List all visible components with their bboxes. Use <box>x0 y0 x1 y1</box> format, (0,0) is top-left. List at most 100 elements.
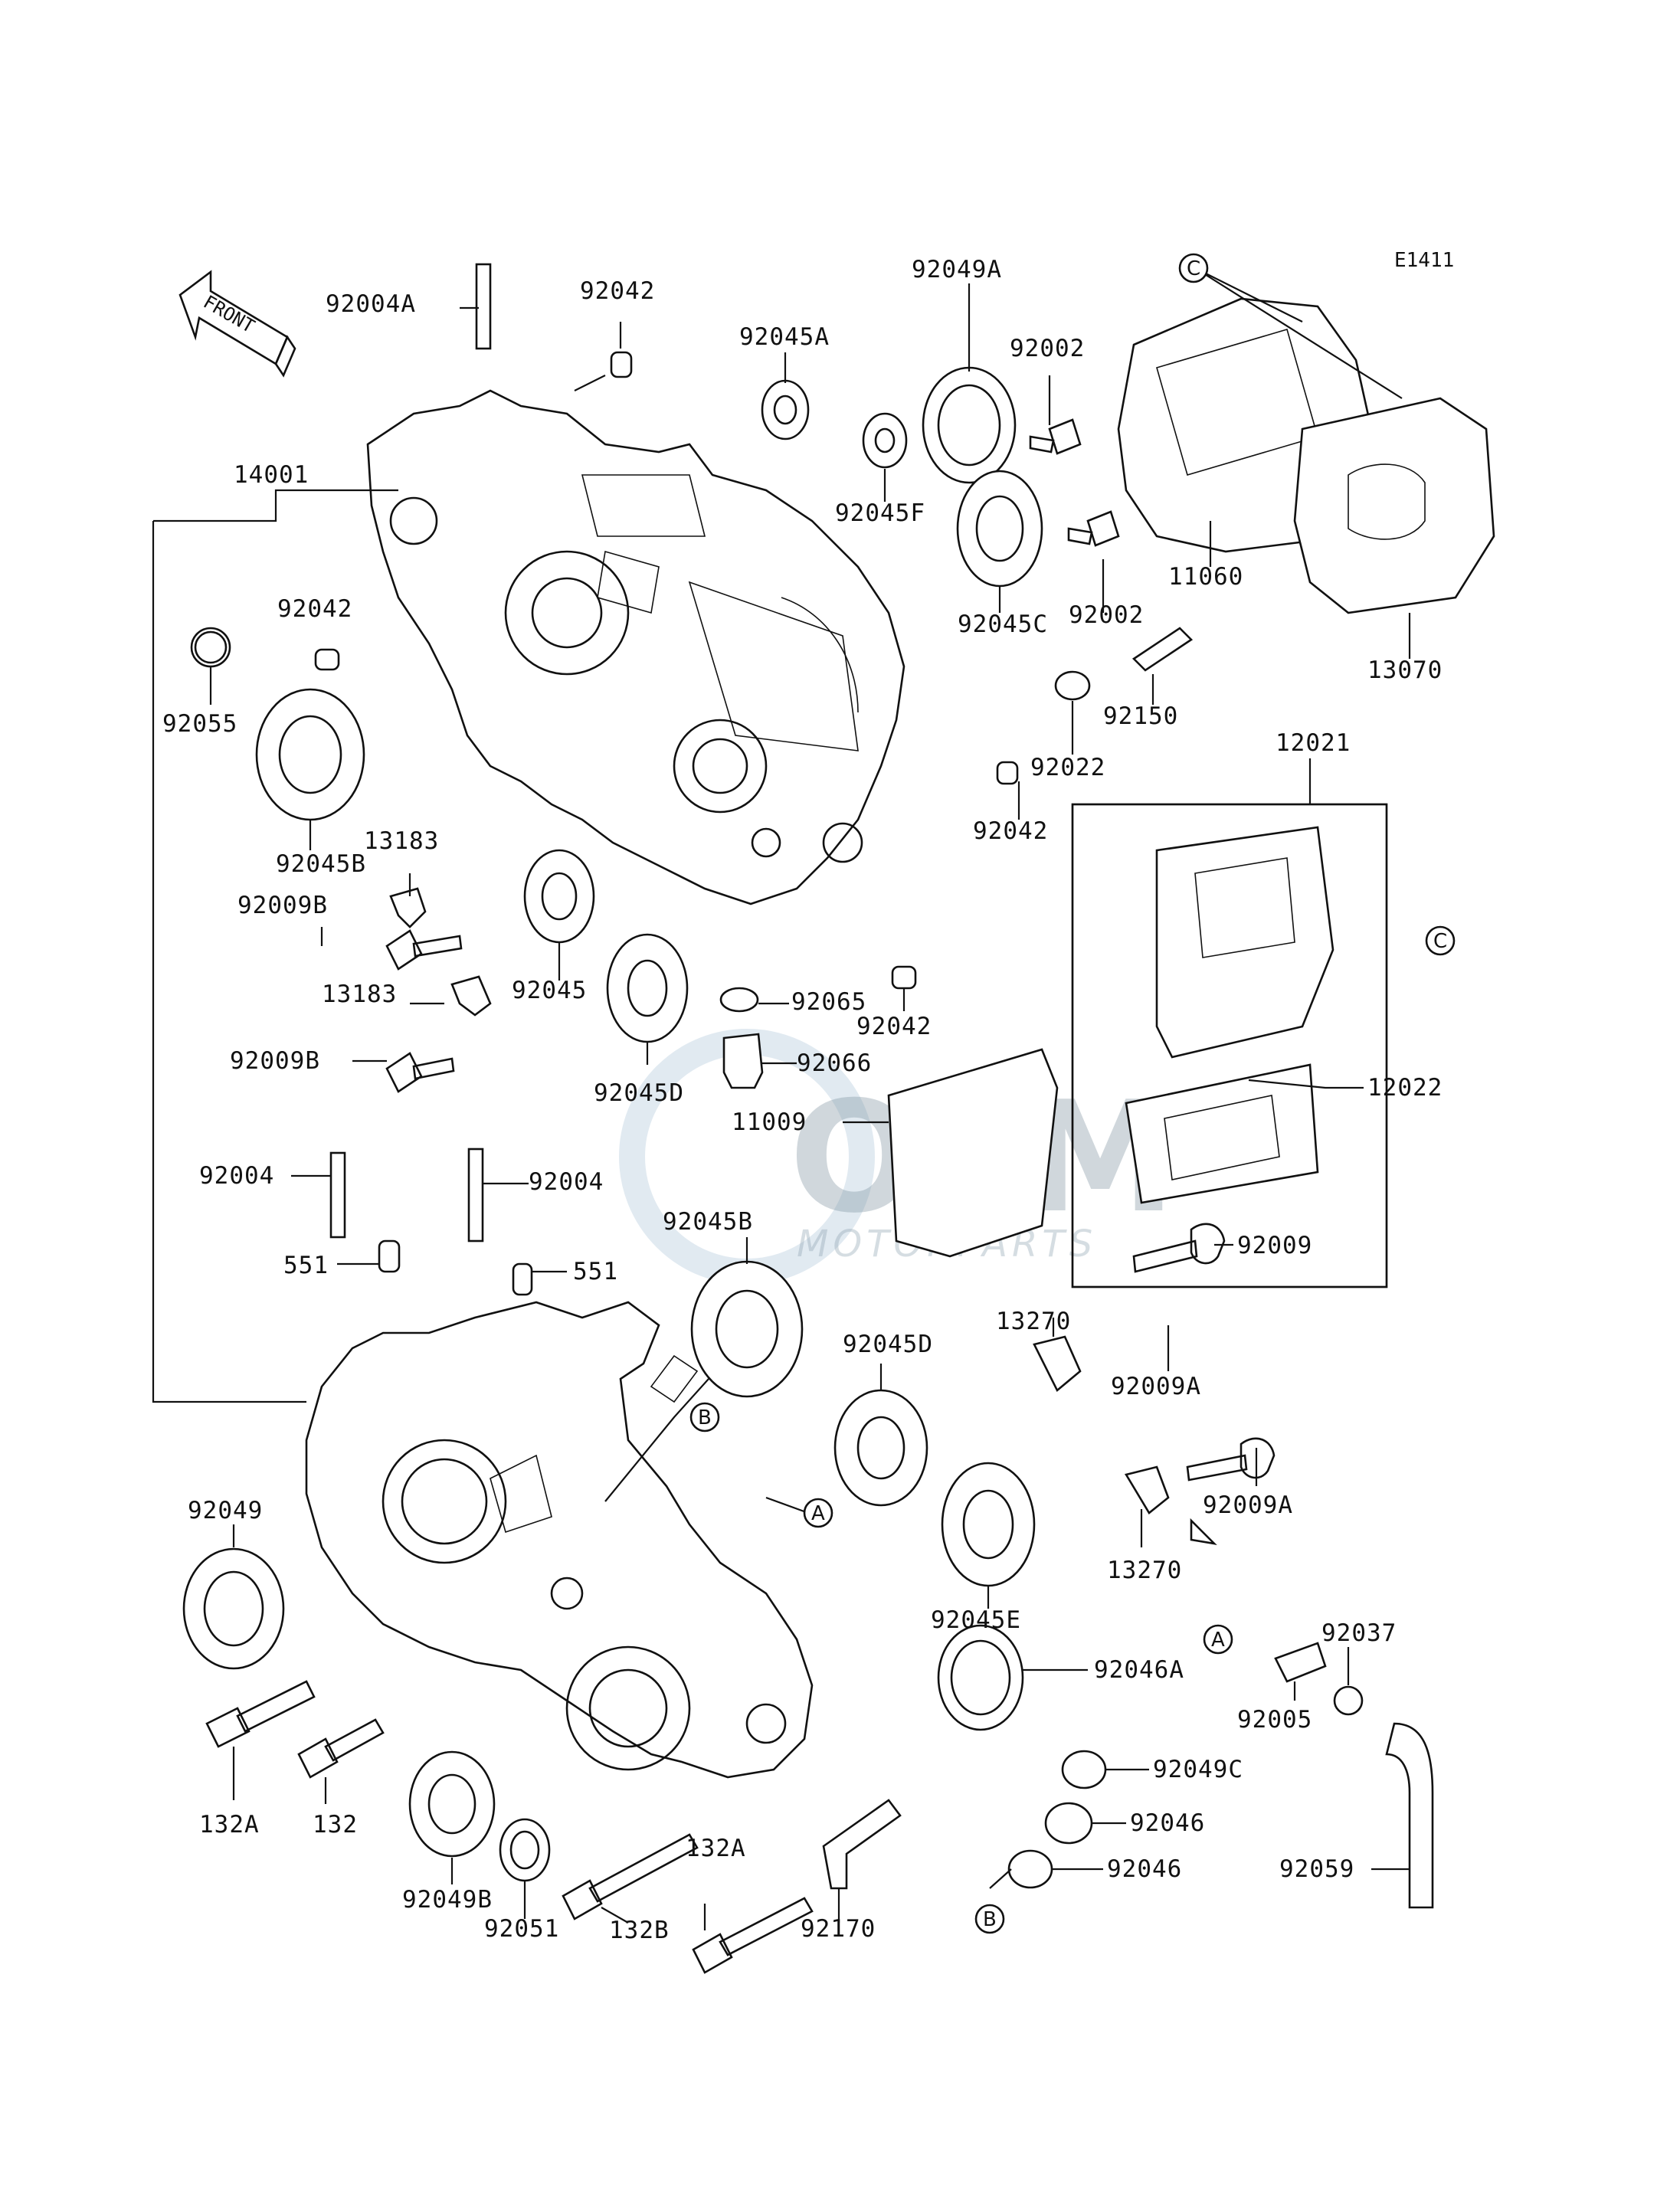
fitting-92005 <box>1274 1642 1327 1683</box>
svg-text:C: C <box>1433 930 1447 953</box>
o-ring-92055 <box>190 627 231 668</box>
upper-crankcase <box>366 389 905 905</box>
part-label: 92009 <box>1237 1232 1312 1259</box>
bearing-92045d-lower <box>833 1389 928 1507</box>
pin-92042-right <box>996 761 1019 785</box>
fitting-92150 <box>1131 627 1194 672</box>
part-label: 92004A <box>326 290 416 318</box>
screw-92009a-top <box>1132 1223 1226 1273</box>
fasteners <box>205 263 1434 1974</box>
callout-a-right: A <box>803 1498 833 1528</box>
callout-b-top: B <box>689 1402 720 1432</box>
part-label: 132B <box>609 1917 670 1944</box>
part-label: 92002 <box>1069 601 1144 629</box>
bearing-92045e <box>941 1462 1036 1587</box>
part-label: 92046 <box>1107 1855 1182 1883</box>
collar-92046-a <box>1044 1802 1093 1845</box>
washer-92022 <box>1054 670 1091 701</box>
bearing-92045c <box>956 470 1043 588</box>
part-label: 11060 <box>1168 563 1243 591</box>
part-label: 92009A <box>1203 1491 1293 1519</box>
svg-text:A: A <box>811 1502 825 1525</box>
callout-a-bottom: A <box>1203 1624 1233 1655</box>
part-label: 92046 <box>1130 1809 1205 1837</box>
part-label: 92051 <box>484 1915 559 1943</box>
part-label: 92009B <box>230 1047 320 1075</box>
bolt-92002-top <box>1029 418 1082 455</box>
part-label: 92049A <box>912 256 1002 283</box>
stud-92004a <box>475 263 492 350</box>
part-label: 13270 <box>1107 1557 1182 1584</box>
lower-crankcase <box>305 1301 814 1779</box>
callout-letters: C C A B A B <box>689 253 1456 1934</box>
gasket-11009 <box>887 1048 1059 1258</box>
bolt-132 <box>297 1718 385 1779</box>
svg-text:C: C <box>1187 257 1200 280</box>
part-label: 92045 <box>512 977 587 1004</box>
seal-92049 <box>182 1547 285 1670</box>
part-label: 92022 <box>1030 754 1105 781</box>
bearing-92045a <box>761 379 810 440</box>
dowel-551-left <box>378 1239 401 1273</box>
bolt-132b <box>562 1833 699 1920</box>
part-label: 14001 <box>234 461 309 489</box>
screw-92009a-bottom <box>1186 1437 1276 1482</box>
collar-92046-b <box>1007 1849 1053 1889</box>
dowel-551-right <box>512 1262 533 1296</box>
plate-13183-bottom <box>450 975 492 1017</box>
part-label: 92045F <box>835 499 925 527</box>
hose-92059 <box>1385 1722 1434 1909</box>
stud-92004-left <box>329 1151 346 1239</box>
callout-c-top: C <box>1178 253 1209 283</box>
clip-92037 <box>1333 1685 1364 1716</box>
part-label: 92004 <box>199 1162 274 1190</box>
screw-92009b-top <box>385 929 463 971</box>
part-label: 12022 <box>1367 1074 1443 1102</box>
pin-92042-left <box>314 648 340 671</box>
svg-text:B: B <box>698 1406 712 1429</box>
svg-text:A: A <box>1211 1629 1225 1652</box>
part-label: 92009B <box>237 892 328 919</box>
part-label: 92045D <box>594 1079 684 1107</box>
part-label: 92002 <box>1010 335 1085 362</box>
screw-92009 <box>1190 1518 1217 1545</box>
front-arrow-icon: FRONT <box>178 270 296 378</box>
manifold-13070 <box>1293 397 1495 614</box>
part-label: 92045C <box>958 611 1048 638</box>
callout-b-bottom: B <box>974 1904 1005 1934</box>
part-label: 92049 <box>188 1497 263 1524</box>
bolt-132a-right <box>692 1897 814 1974</box>
part-label: 92066 <box>797 1049 872 1077</box>
part-label: 92042 <box>973 817 1048 845</box>
part-label: 13183 <box>322 981 397 1008</box>
part-label: 132A <box>199 1811 260 1838</box>
seal-92049b <box>408 1750 496 1858</box>
part-label: 92045E <box>931 1606 1021 1634</box>
part-labels: 92004A 92042 92049A 92045A 92002 11060 1… <box>162 256 1443 1944</box>
part-label: 92046A <box>1094 1656 1184 1684</box>
plate-13183-top <box>389 887 427 928</box>
part-label: 92037 <box>1321 1619 1397 1647</box>
stud-92004-right <box>467 1148 484 1243</box>
pin-92042-top <box>610 351 633 378</box>
bearing-92045d-upper <box>606 933 689 1043</box>
reed-12022 <box>1125 1063 1319 1204</box>
part-label: 92009A <box>1111 1373 1201 1400</box>
part-label: 92045B <box>276 850 366 878</box>
part-label: 13183 <box>364 827 439 855</box>
bearings-and-seals <box>182 366 1107 1889</box>
part-label: 132 <box>313 1811 358 1838</box>
part-label: 92045B <box>663 1208 753 1236</box>
part-label: 92042 <box>856 1013 932 1040</box>
part-label: 11009 <box>732 1108 807 1136</box>
reed-valve-12021 <box>1155 826 1335 1059</box>
bearing-92045f <box>862 412 908 469</box>
clamp-92170 <box>822 1799 902 1890</box>
figure-code: E1411 <box>1394 249 1454 272</box>
callout-c-right: C <box>1425 925 1456 956</box>
leader-lines <box>152 267 1411 1930</box>
part-label: 92055 <box>162 710 237 738</box>
bearing-92045b-lower <box>690 1260 804 1398</box>
part-label: 92150 <box>1103 702 1178 730</box>
